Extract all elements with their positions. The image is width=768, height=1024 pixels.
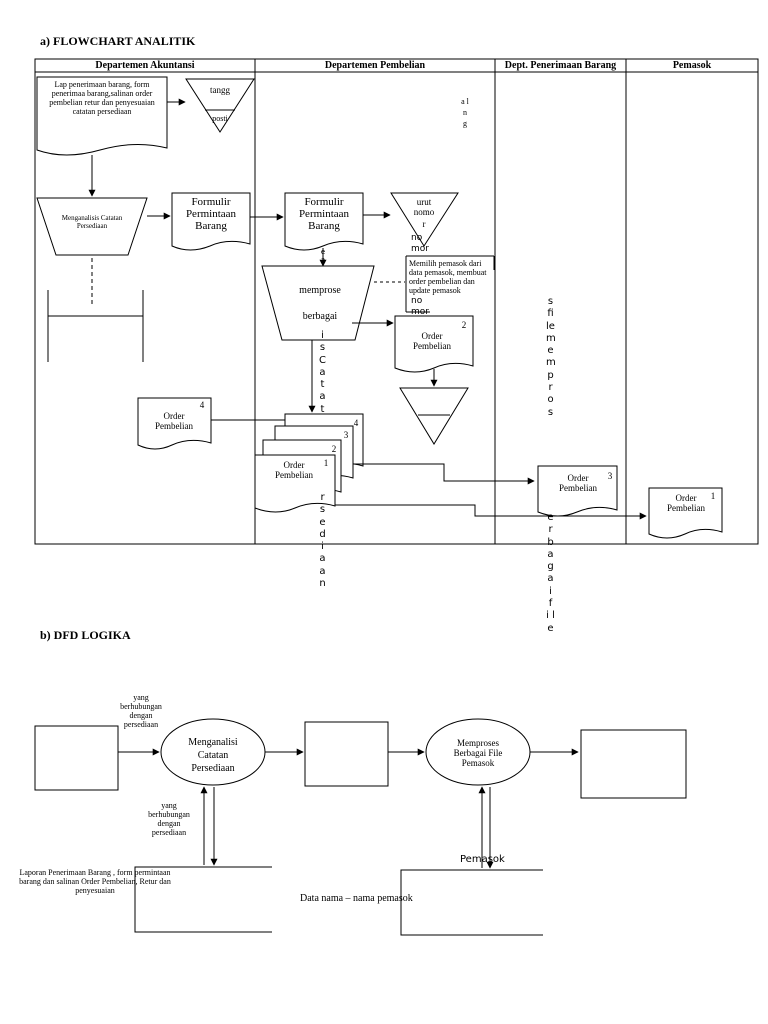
dfd-title: b) DFD LOGIKA xyxy=(40,628,131,642)
lane-akuntansi: Departemen Akuntansi xyxy=(95,60,195,71)
order-2-label: Order Pembelian xyxy=(413,331,451,351)
vert-text-dept-top: s file mempros xyxy=(546,296,556,418)
entity-right xyxy=(580,729,687,799)
lane-penerimaan: Dept. Penerimaan Barang xyxy=(504,60,617,71)
dfd-store-1-label: Laporan Penerimaan Barang , form permint… xyxy=(19,868,171,895)
dfd-process-2-label: Memproses Berbagai File Pemasok xyxy=(453,738,503,768)
doc-formulir-akuntansi xyxy=(171,192,251,251)
process-menganalisis-label: Menganalisis Catatan Persediaan xyxy=(61,214,123,230)
doc-laporan-penerimaan xyxy=(36,76,168,156)
order-4-label: Order Pembelian xyxy=(155,411,193,431)
order-1-pemasok-num: 1 xyxy=(710,491,716,501)
vert-text-dept-bottom: e r b a g a i f i l e xyxy=(546,512,555,634)
order-2-num: 2 xyxy=(461,320,467,330)
doc-formulir-pembelian xyxy=(284,192,364,251)
dfd-store-2-label: Data nama – nama pemasok xyxy=(300,893,413,904)
file-tanggal-label: tangg xyxy=(210,85,230,95)
file-tanggal-posting xyxy=(185,78,255,133)
stack-num-4: 4 xyxy=(353,418,359,428)
entity-middle xyxy=(304,721,389,787)
entity-left xyxy=(34,725,119,791)
dfd xyxy=(34,718,687,936)
doc-order-3 xyxy=(537,465,618,517)
swimlane-frame xyxy=(34,58,759,545)
file-posti-label: posti xyxy=(212,114,228,123)
order-4-num: 4 xyxy=(199,400,205,410)
file-urut-label-2: r xyxy=(422,219,426,229)
process-memprose xyxy=(261,265,375,341)
memprose-label-1: memprose xyxy=(299,285,341,296)
form-akt-label: Formulir Permintaan Barang xyxy=(185,196,237,232)
datastore-data-nama xyxy=(400,869,543,936)
memprose-label-2: berbagai xyxy=(302,311,338,322)
dfd-pemasok-label: Pemasok xyxy=(460,854,505,865)
file-order-pembelian xyxy=(399,387,469,445)
lane-pembelian: Departemen Pembelian xyxy=(324,60,426,71)
doc-order-stack xyxy=(254,413,364,513)
datastore-laporan xyxy=(134,866,272,933)
doc-laporan-label: Lap penerimaan barang, form penerimaa ba… xyxy=(49,80,155,116)
annotation-memilih-pemasok xyxy=(405,255,494,313)
no-mor-label-1: no mor xyxy=(411,233,429,254)
order-1-stack-num: 1 xyxy=(323,458,329,468)
order-1-pemasok-label: Order Pembelian xyxy=(667,493,705,513)
flowchart-title: a) FLOWCHART ANALITIK xyxy=(40,34,196,48)
vert-text-right-top: a l n g xyxy=(461,97,469,128)
dfd-process-1-label: Menganalisi Catatan Persediaan xyxy=(188,737,238,774)
process-menganalisis xyxy=(36,197,148,256)
annotation-bracket xyxy=(47,290,144,362)
vert-text-center: i s Catat xyxy=(319,330,326,415)
vert-text-center-top: e a xyxy=(320,248,326,264)
doc-order-4 xyxy=(137,397,212,450)
order-3-num: 3 xyxy=(607,471,613,481)
arrow-to-order-1-pemasok xyxy=(335,504,647,520)
order-1-stack-label: Order Pembelian xyxy=(275,460,313,480)
doc-order-2 xyxy=(394,315,474,373)
form-pemb-label: Formulir Permintaan Barang xyxy=(298,196,350,232)
lane-pemasok: Pemasok xyxy=(672,60,712,71)
doc-order-1-pemasok xyxy=(648,487,723,539)
note-pemasok-label: Memilih pemasok dari data pemasok, membu… xyxy=(409,259,487,295)
dfd-label-yang-1: yang berhubungan dengan persediaan xyxy=(120,693,162,729)
order-3-label: Order Pembelian xyxy=(559,473,597,493)
dfd-label-yang-2: yang berhubungan dengan persediaan xyxy=(148,801,190,837)
no-mor-label-2: no mor xyxy=(411,296,429,317)
vert-text-center-bottom: r s e d i a a n xyxy=(319,492,326,590)
stack-num-2: 2 xyxy=(331,444,337,454)
stack-num-3: 3 xyxy=(343,430,349,440)
file-urut-nomor xyxy=(390,192,459,247)
file-urut-label-1: urut nomo xyxy=(413,197,435,217)
arrow-to-order-3 xyxy=(353,463,535,485)
